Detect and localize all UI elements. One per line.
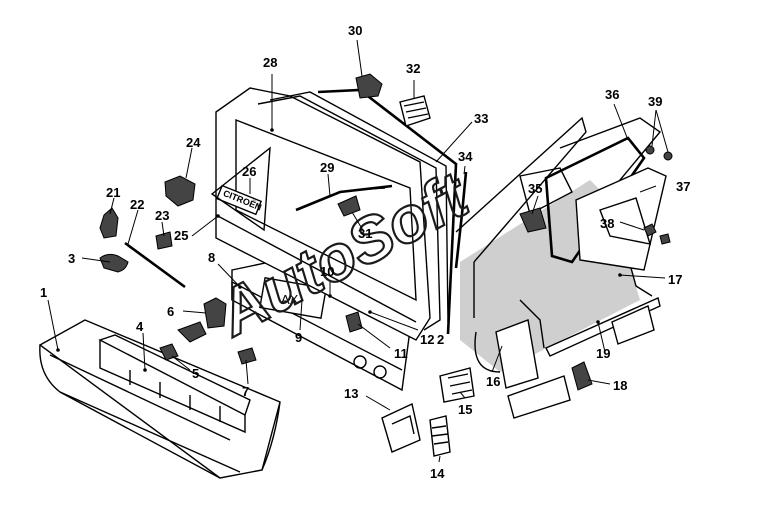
latch-part- (177, 321, 207, 343)
callout-label-34: 34 (458, 149, 473, 164)
bumper-reinforcement-part (98, 334, 251, 434)
callout-label-7: 7 (242, 384, 249, 399)
weatherstrip-part-33 (317, 88, 458, 335)
callout-label-15: 15 (458, 402, 472, 417)
callout-label-14: 14 (430, 466, 445, 481)
sill-strip-part-19 (545, 297, 661, 357)
hinge-clip-part-3 (99, 253, 129, 273)
leader-lines (47, 39, 669, 463)
plate-text: AX (281, 292, 299, 307)
callout-label-9: 9 (295, 330, 302, 345)
callout-label-11: 11 (394, 346, 408, 361)
callout-label-39: 39 (648, 94, 662, 109)
clip-part-38 (643, 223, 671, 245)
buffer-part-5 (159, 343, 179, 361)
callout-label-4: 4 (136, 319, 144, 334)
callout-label-36: 36 (605, 87, 619, 102)
lamp-lens-part-14 (429, 415, 451, 457)
bracket-part-11 (345, 311, 363, 333)
lamp-part-32 (399, 95, 431, 127)
callout-label-21: 21 (106, 185, 120, 200)
hinge-part-21 (99, 207, 119, 239)
callout-label-2: 2 (437, 332, 444, 347)
callout-label-29: 29 (320, 160, 334, 175)
callout-label-17: 17 (668, 272, 682, 287)
callout-label-16: 16 (486, 374, 500, 389)
callout-label-25: 25 (174, 228, 188, 243)
callout-label-30: 30 (348, 23, 362, 38)
hinge-part-30 (355, 73, 383, 99)
callout-label-18: 18 (613, 378, 627, 393)
trim-panel-part-16 (495, 319, 539, 389)
callout-label-33: 33 (474, 111, 488, 126)
bracket-part-18 (571, 361, 593, 391)
callout-label-23: 23 (155, 208, 169, 223)
tie-rod-part-22 (124, 241, 186, 289)
callout-label-5: 5 (192, 366, 199, 381)
callout-label-35: 35 (528, 181, 542, 196)
fastener-part-39 (645, 145, 673, 161)
quarter-light-part (210, 146, 271, 232)
callout-label-24: 24 (186, 135, 201, 150)
callout-label-31: 31 (358, 226, 372, 241)
wiper-arm-part (295, 184, 393, 217)
lock-part-24 (164, 175, 196, 207)
tailgate-glass-part (257, 91, 449, 331)
striker-part-23 (155, 231, 173, 250)
callout-label-26: 26 (242, 164, 256, 179)
side-window-part-37 (575, 167, 667, 271)
callout-label-28: 28 (263, 55, 277, 70)
clip-part-7 (237, 347, 257, 365)
rear-panel-part: AX (231, 261, 411, 392)
callout-label-1: 1 (40, 285, 47, 300)
callout-label-13: 13 (344, 386, 358, 401)
callout-labels: 1 2 3 4 5 6 7 8 9 10 11 12 13 14 15 16 1… (40, 23, 690, 481)
callout-label-38: 38 (600, 216, 614, 231)
callout-label-12: 12 (420, 332, 434, 347)
lamp-housing-part-13 (381, 402, 421, 453)
bracket-part-6 (203, 297, 227, 329)
callout-label-3: 3 (68, 251, 75, 266)
callout-label-22: 22 (130, 197, 144, 212)
lamp-unit-part-15 (439, 367, 475, 403)
gas-strut-part-34 (454, 171, 468, 269)
corner-panel-part (507, 375, 571, 419)
callout-label-19: 19 (596, 346, 610, 361)
callout-label-10: 10 (320, 264, 334, 279)
callout-label-37: 37 (676, 179, 690, 194)
callout-label-32: 32 (406, 61, 420, 76)
callout-label-8: 8 (208, 250, 215, 265)
callout-label-6: 6 (167, 304, 174, 319)
sill-trim-part (611, 305, 655, 345)
